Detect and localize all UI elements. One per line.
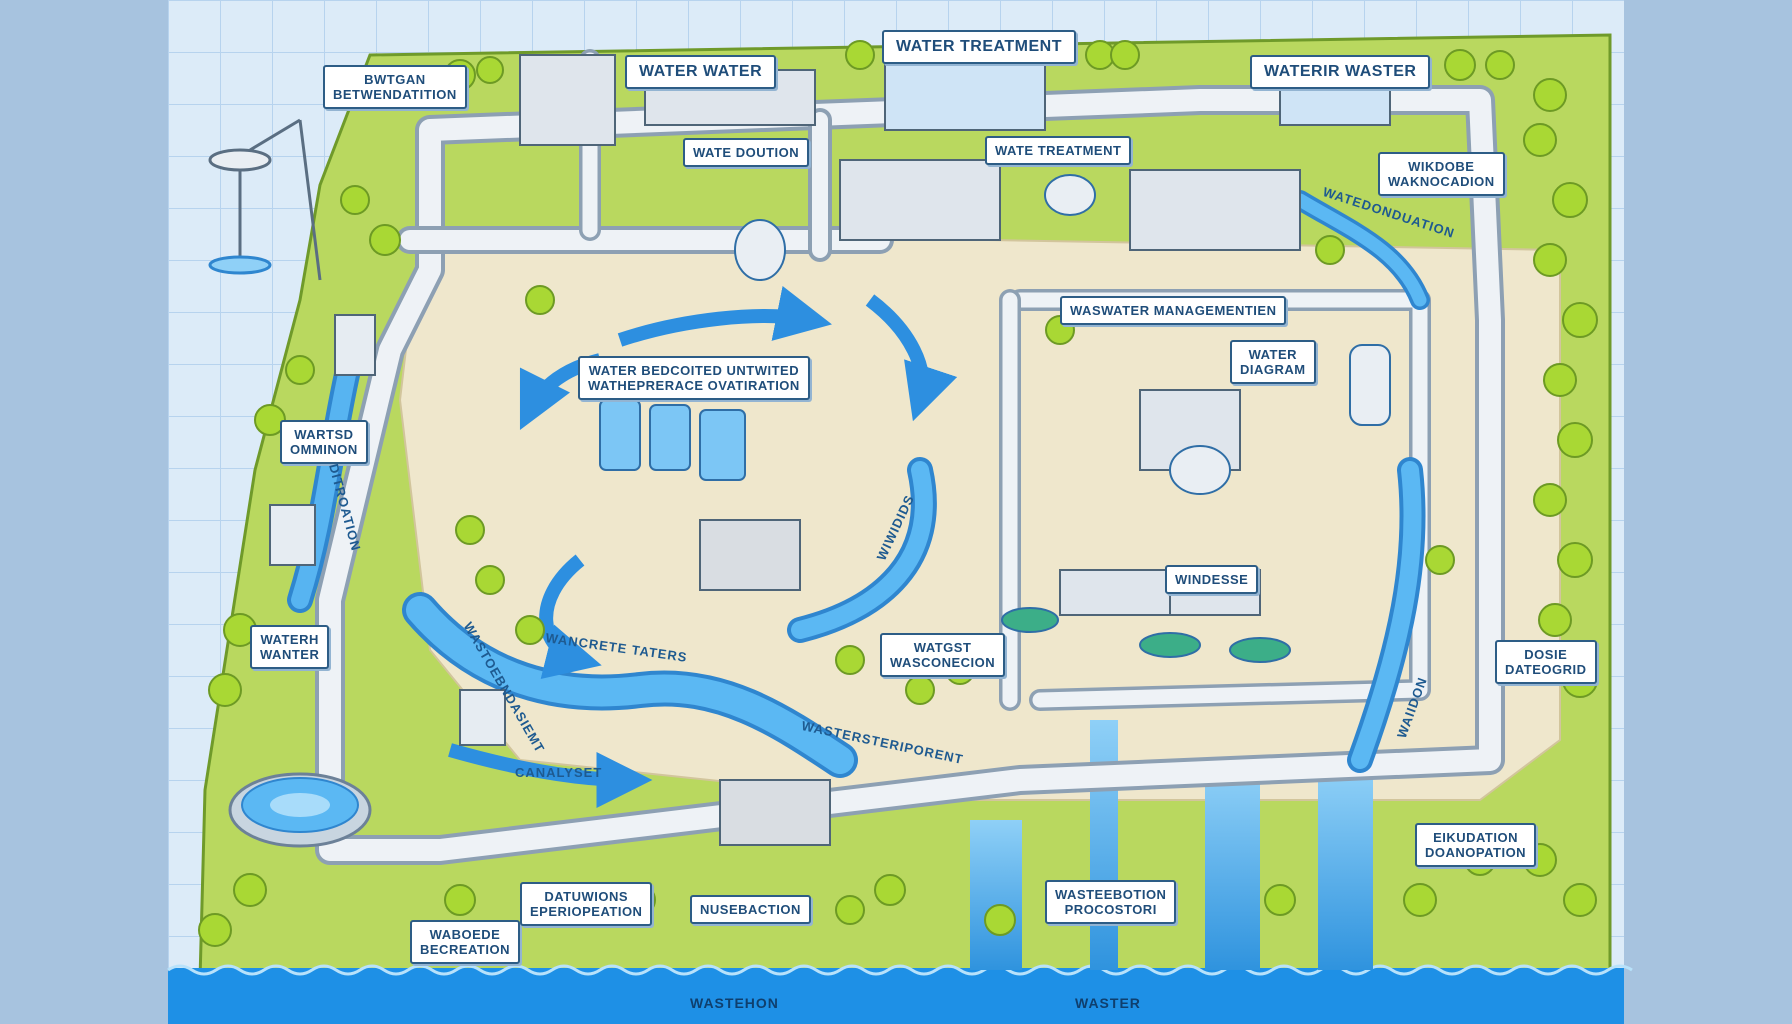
water-label-left: WASTEHON [690, 995, 779, 1011]
label-water-wastewater: WATERIR WASTER [1250, 55, 1430, 89]
label-center-lower: WATGST WASCONECION [880, 633, 1005, 677]
label-waste-doution: WATE DOUTION [683, 138, 809, 167]
waterfall-3 [1318, 770, 1373, 970]
label-water-treatment-2: WATE TREATMENT [985, 136, 1131, 165]
waterfall-4 [1090, 720, 1118, 970]
river [168, 968, 1624, 1024]
label-bottom-left: WABOEDE BECREATION [410, 920, 520, 964]
reservoir [230, 774, 370, 846]
label-water-diagram: WATER DIAGRAM [1230, 340, 1316, 384]
label-right-upper: WIKDOBE WAKNOCADION [1378, 152, 1505, 196]
label-right-lower: DOSIE DATEOGRID [1495, 640, 1597, 684]
label-wastewater-management: WASWATER MANAGEMENTIEN [1060, 296, 1286, 325]
label-bottom-center-left: DATUWIONS EPERIOPEATION [520, 882, 652, 926]
label-right-mid: WINDESSE [1165, 565, 1258, 594]
label-bottom-center-right: WASTEEBOTION PROCOSTORI [1045, 880, 1176, 924]
waterfall-1 [970, 820, 1022, 970]
label-left-mid: WARTSD OMMINON [280, 420, 368, 464]
waterfall-2 [1205, 770, 1260, 970]
label-water-water: WATER WATER [625, 55, 776, 89]
label-center: WATER BEDCOITED UNTWITED WATHEPRERACE OV… [578, 356, 810, 400]
label-top-left: BWTGAN BETWENDATITION [323, 65, 467, 109]
label-left-lower: WATERH WANTER [250, 625, 329, 669]
label-bottom-center: NUSEBACTION [690, 895, 811, 924]
label-bottom-right: EIKUDATION DOANOPATION [1415, 823, 1536, 867]
label-water-treatment: WATER TREATMENT [882, 30, 1076, 64]
water-label-right: WASTER [1075, 995, 1141, 1011]
water-tower [210, 120, 320, 280]
label-arrow-lowleft: CANALYSET [515, 765, 602, 780]
